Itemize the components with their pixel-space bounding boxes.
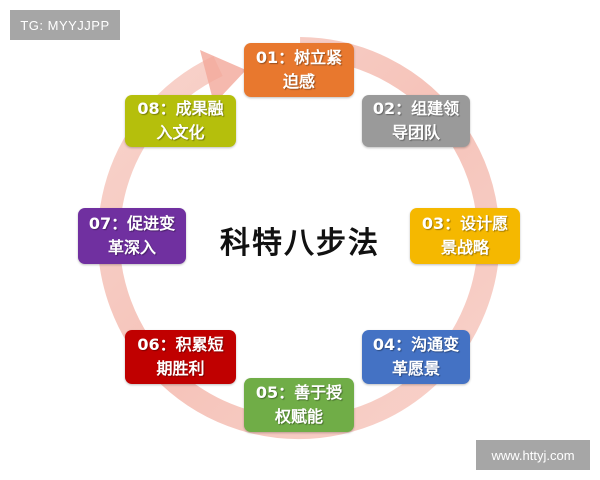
step-04-line2: 革愿景 [391, 359, 440, 378]
step-02-box: 02：组建领 导团队 [362, 95, 470, 147]
step-02-line2: 导团队 [391, 123, 440, 142]
step-08-box: 08：成果融 入文化 [125, 95, 236, 147]
step-04-line1: 04：沟通变 [372, 335, 460, 354]
step-03-line2: 景战略 [440, 238, 489, 257]
step-06-line1: 06：积累短 [137, 335, 224, 354]
diagram-title: 科特八步法 [220, 226, 380, 261]
step-07-line2: 革深入 [107, 238, 156, 257]
step-05-line1: 05：善于授 [255, 383, 343, 402]
step-07-line1: 07：促进变 [88, 214, 176, 233]
step-04-box: 04：沟通变 革愿景 [362, 330, 470, 384]
step-01-line2: 迫感 [282, 72, 315, 91]
step-08-line2: 入文化 [156, 123, 205, 142]
watermark-bottom-right: www.httyj.com [476, 440, 590, 470]
arrowhead-icon [200, 50, 246, 104]
step-03-box: 03：设计愿 景战略 [410, 208, 520, 264]
step-05-box: 05：善于授 权赋能 [244, 378, 354, 432]
step-06-line2: 期胜利 [156, 359, 205, 378]
step-01-box: 01：树立紧 迫感 [244, 43, 354, 97]
step-02-line1: 02：组建领 [372, 99, 460, 118]
step-07-box: 07：促进变 革深入 [78, 208, 186, 264]
step-01-line1: 01：树立紧 [255, 48, 343, 67]
step-08-line1: 08：成果融 [137, 99, 224, 118]
step-06-box: 06：积累短 期胜利 [125, 330, 236, 384]
watermark-top-left: TG: MYYJJPP [10, 10, 120, 40]
step-03-line1: 03：设计愿 [421, 214, 509, 233]
step-05-line2: 权赋能 [274, 407, 323, 426]
